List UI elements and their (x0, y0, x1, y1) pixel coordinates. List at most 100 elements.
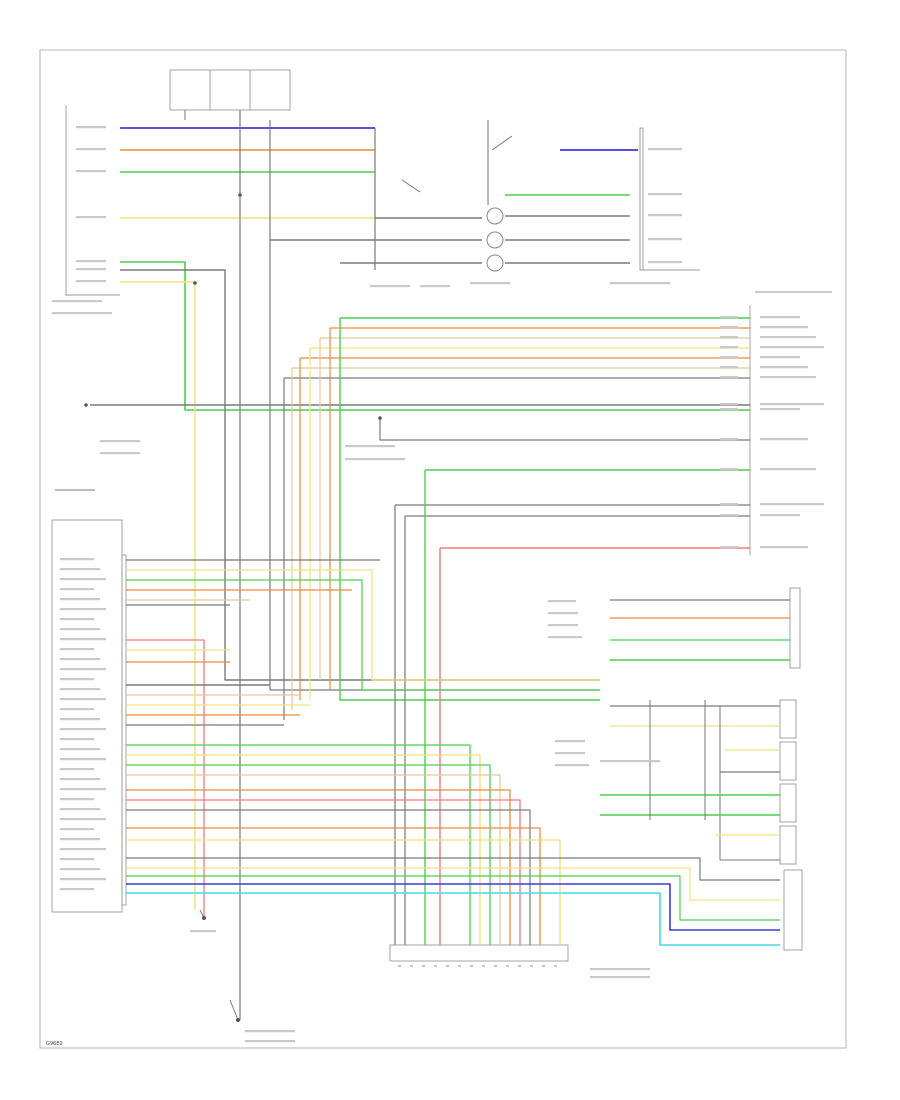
wire-5 (120, 261, 750, 411)
label-mark-14 (60, 688, 100, 691)
label-mark-32 (60, 868, 100, 871)
label-mark-72 (648, 214, 682, 217)
label-mark-33 (60, 878, 106, 881)
label-mark-71 (648, 193, 682, 196)
label-mark-94 (590, 976, 650, 979)
label-mark-47 (760, 376, 816, 379)
bottom-connector-box (389, 944, 569, 962)
label-mark-56 (720, 468, 738, 471)
label-mark-39 (760, 336, 816, 339)
wire-62 (126, 774, 501, 945)
label-mark-8 (60, 628, 100, 631)
label-mark-64 (76, 148, 106, 151)
wire-layer (55, 110, 790, 1021)
label-mark-44 (720, 356, 738, 359)
wire-7 (120, 281, 196, 910)
label-mark-104 (506, 965, 509, 968)
label-mark-81 (100, 440, 140, 443)
wire-6 (120, 269, 600, 681)
wire-69 (126, 867, 780, 901)
label-mark-62 (720, 546, 738, 549)
label-mark-41 (760, 346, 824, 349)
label-mark-18 (60, 728, 106, 731)
label-mark-12 (60, 668, 106, 671)
label-mark-109 (190, 930, 216, 933)
label-mark-65 (76, 170, 106, 173)
wire-88 (229, 999, 239, 1021)
label-mark-73 (648, 238, 682, 241)
label-mark-66 (76, 216, 106, 219)
label-mark-102 (482, 965, 485, 968)
wire-34 (339, 318, 600, 701)
label-mark-63 (76, 126, 106, 129)
label-mark-16 (60, 708, 94, 711)
label-mark-106 (530, 965, 533, 968)
label-mark-79 (470, 282, 510, 285)
label-mark-84 (345, 458, 405, 461)
label-mark-70 (648, 148, 682, 151)
label-mark-28 (60, 828, 94, 831)
label-mark-85 (548, 600, 576, 603)
label-mark-48 (720, 376, 738, 379)
label-mark-27 (60, 818, 106, 821)
label-mark-80 (610, 282, 670, 285)
label-mark-55 (760, 468, 816, 471)
label-mark-6 (60, 608, 106, 611)
label-mark-22 (60, 768, 94, 771)
wire-70 (126, 875, 780, 921)
label-mark-11 (60, 658, 100, 661)
label-mark-26 (60, 808, 100, 811)
label-mark-7 (60, 618, 94, 621)
fuse-block-box (169, 69, 291, 111)
sensor-box-6 (783, 869, 803, 951)
label-mark-40 (720, 336, 738, 339)
label-mark-103 (494, 965, 497, 968)
label-mark-43 (760, 356, 800, 359)
label-mark-4 (60, 588, 94, 591)
relay-circle-3 (486, 254, 504, 272)
label-mark-1 (60, 558, 94, 561)
label-mark-90 (555, 752, 585, 755)
label-mark-3 (60, 578, 106, 581)
relay-circle-2 (486, 231, 504, 249)
label-mark-20 (60, 748, 100, 751)
wire-46 (126, 569, 600, 681)
label-mark-36 (720, 316, 738, 319)
label-mark-31 (60, 858, 94, 861)
label-mark-24 (60, 788, 106, 791)
sensor-box-1 (789, 587, 801, 669)
label-mark-59 (760, 514, 800, 517)
wire-64 (126, 799, 521, 945)
component-boxes (51, 69, 832, 962)
label-mark-layer (52, 126, 824, 1043)
relay-circle-1 (486, 207, 504, 225)
label-mark-34 (60, 888, 94, 891)
label-mark-105 (518, 965, 521, 968)
label-mark-87 (548, 624, 578, 627)
wire-29 (379, 418, 750, 441)
sensor-box-4 (779, 783, 797, 823)
label-mark-50 (720, 403, 738, 406)
label-mark-95 (398, 965, 401, 968)
label-mark-93 (590, 968, 650, 971)
wire-51 (126, 639, 205, 918)
wire-66 (126, 827, 541, 945)
label-mark-74 (648, 261, 682, 264)
label-mark-101 (470, 965, 473, 968)
wire-47 (126, 579, 600, 691)
label-mark-68 (76, 268, 106, 271)
label-mark-54 (720, 438, 738, 441)
label-mark-110 (245, 1030, 295, 1033)
label-mark-108 (554, 965, 557, 968)
label-mark-86 (548, 612, 578, 615)
label-mark-45 (760, 366, 808, 369)
label-mark-30 (60, 848, 106, 851)
label-mark-57 (760, 503, 824, 506)
wire-65 (126, 809, 531, 945)
label-mark-75 (52, 312, 112, 315)
label-mark-25 (60, 798, 94, 801)
junction-dots (84, 193, 382, 1022)
wire-67 (126, 839, 561, 945)
label-mark-35 (760, 316, 800, 319)
